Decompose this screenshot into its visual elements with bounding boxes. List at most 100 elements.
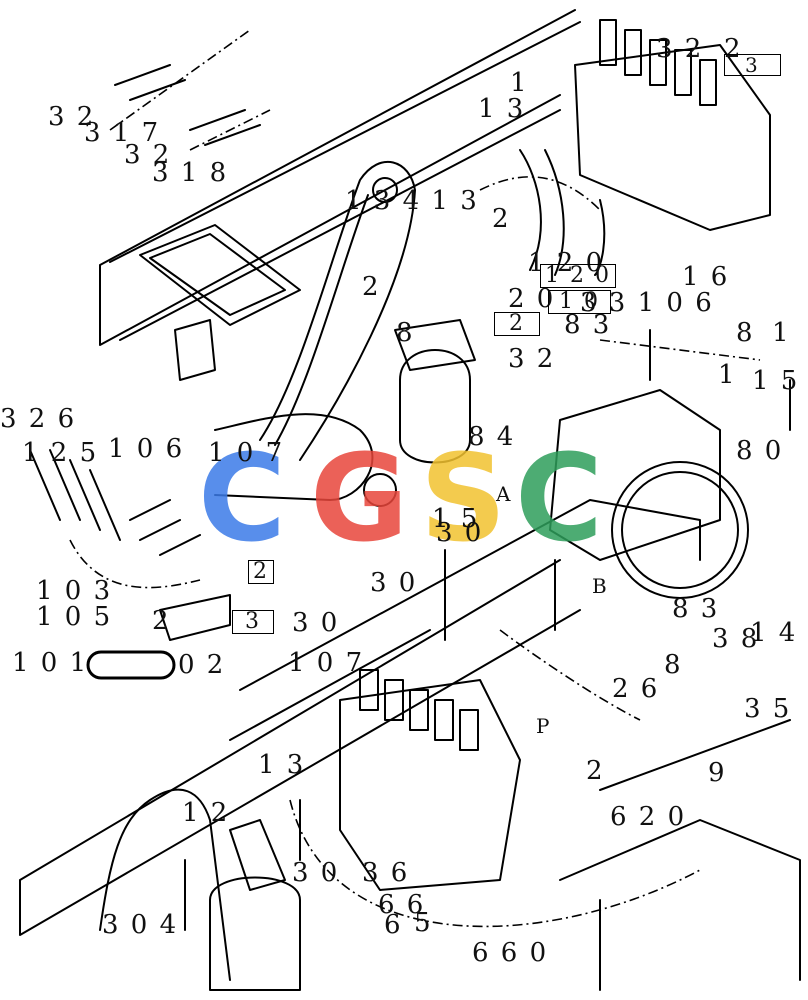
callout-label: 5 bbox=[414, 908, 433, 938]
port-label-b: B bbox=[592, 574, 609, 598]
callout-label: 0 2 bbox=[178, 650, 226, 680]
watermark-letter-4: C bbox=[515, 430, 604, 569]
callout-label: 1 bbox=[718, 360, 737, 390]
link-pivot bbox=[363, 473, 397, 507]
callout-label: 8 bbox=[664, 650, 683, 680]
lower-valve-spool-1 bbox=[359, 669, 379, 711]
callout-label: 1 3 bbox=[258, 750, 306, 780]
callout-label: 6 bbox=[384, 910, 403, 940]
lower-valve-spool-5 bbox=[459, 709, 479, 751]
callout-label: 1 3 bbox=[478, 94, 526, 124]
dashdot-pipe-1 bbox=[69, 539, 201, 589]
callout-label: 9 bbox=[708, 758, 727, 788]
hose-c bbox=[594, 199, 606, 276]
dashdot-pipe-3 bbox=[479, 176, 601, 211]
upper-valve-block bbox=[574, 44, 771, 231]
callout-label: 8 bbox=[736, 318, 755, 348]
callout-label: 6 6 0 bbox=[472, 938, 549, 968]
callout-label: 1 5 bbox=[752, 366, 800, 396]
callout-label: 2 bbox=[492, 204, 511, 234]
callout-label: 1 2 5 bbox=[22, 438, 99, 468]
watermark-letter-3: S bbox=[420, 430, 507, 569]
lower-valve-spool-4 bbox=[434, 699, 454, 741]
boxed-label: 2 bbox=[494, 312, 540, 336]
callout-label: 3 8 bbox=[712, 624, 760, 654]
hose-a bbox=[519, 149, 542, 271]
callout-label: 3 3 1 0 6 bbox=[580, 288, 714, 318]
callout-label: 1 0 3 bbox=[36, 576, 113, 606]
upper-frame-rail-inner bbox=[109, 21, 581, 341]
boxed-label: 3 bbox=[724, 54, 781, 76]
boxed-label: 1 2 0 bbox=[540, 264, 616, 288]
boom-arm-inner bbox=[274, 194, 369, 446]
callout-label: 1 bbox=[772, 318, 791, 348]
oval-ring bbox=[86, 650, 176, 680]
callout-label: 1 0 5 bbox=[36, 602, 113, 632]
port-label-a: A bbox=[496, 482, 513, 506]
callout-label: 8 3 bbox=[564, 310, 612, 340]
lower-frame-rail-2 bbox=[239, 499, 701, 691]
upper-frame-rail bbox=[99, 9, 576, 346]
lower-valve-spool-2 bbox=[384, 679, 404, 721]
lower-frame-rail-3 bbox=[229, 629, 791, 791]
callout-label: 1 6 bbox=[682, 262, 730, 292]
callout-label: 8 4 bbox=[468, 422, 516, 452]
watermark-letter-1: C bbox=[198, 430, 287, 569]
callout-label: 3 0 bbox=[370, 568, 418, 598]
pump-body bbox=[549, 389, 721, 561]
boom-pivot bbox=[372, 177, 398, 203]
bolt-set-top-left bbox=[114, 64, 261, 146]
callout-label: 6 6 bbox=[378, 890, 426, 920]
dashdot-pipe-4 bbox=[599, 339, 761, 361]
callout-label: 2 bbox=[362, 272, 381, 302]
callout-label: 2 bbox=[724, 34, 743, 64]
swivel-top bbox=[394, 319, 476, 371]
boxed-label: 3 bbox=[232, 610, 274, 634]
lower-side-bracket bbox=[559, 819, 801, 991]
port-label-p: P bbox=[536, 714, 552, 738]
frame-pocket bbox=[139, 224, 301, 326]
callout-label: 3 0 bbox=[292, 858, 340, 888]
boxed-label: 2 bbox=[248, 560, 274, 584]
callout-label: 1 0 7 bbox=[288, 648, 365, 678]
callout-label: 3 2 bbox=[48, 102, 96, 132]
callout-label: 3 5 bbox=[744, 694, 792, 724]
callout-label: 1 5 bbox=[432, 504, 480, 534]
dashdot-pipe-2 bbox=[289, 799, 701, 928]
pump-flange bbox=[611, 461, 749, 599]
valve-spool-4 bbox=[674, 49, 692, 96]
boxed-label: 1 0 bbox=[548, 290, 611, 314]
callout-label: 3 2 bbox=[124, 140, 172, 170]
callout-label: 3 0 bbox=[292, 608, 340, 638]
callout-label: 1 4 bbox=[750, 618, 798, 648]
callout-label: 1 0 6 bbox=[108, 434, 185, 464]
callout-label: 8 bbox=[396, 318, 415, 348]
valve-spool-3 bbox=[649, 39, 667, 86]
callout-label: 1 0 1 bbox=[12, 648, 89, 678]
lower-boom bbox=[99, 788, 231, 981]
callout-label: 2 bbox=[152, 606, 171, 636]
frame-slot bbox=[174, 319, 216, 381]
valve-spool-5 bbox=[699, 59, 717, 106]
boom-arm bbox=[259, 160, 416, 461]
callout-label: 2 0 bbox=[508, 284, 556, 314]
callout-label: 3 1 7 bbox=[84, 118, 161, 148]
callout-label: 1 3 4 1 3 bbox=[345, 186, 479, 216]
callout-label: 3 2 bbox=[656, 34, 704, 64]
valve-spool-2 bbox=[624, 29, 642, 76]
callout-label: 3 6 bbox=[362, 858, 410, 888]
leader-line-1 bbox=[109, 29, 251, 131]
lower-frame-rail bbox=[19, 559, 581, 936]
callout-label: 1 bbox=[510, 68, 529, 98]
callout-label: 8 3 bbox=[672, 594, 720, 624]
valve-spool-1 bbox=[599, 19, 617, 66]
callout-label: 1 2 bbox=[182, 798, 230, 828]
swivel-body bbox=[399, 349, 471, 464]
callout-label: 3 0 4 bbox=[102, 910, 179, 940]
callout-label: 3 2 bbox=[508, 344, 556, 374]
callout-label: 8 0 bbox=[736, 436, 784, 466]
bottom-motor bbox=[209, 876, 301, 991]
bolt-set-left bbox=[29, 449, 201, 556]
lower-valve-spool-3 bbox=[409, 689, 429, 731]
